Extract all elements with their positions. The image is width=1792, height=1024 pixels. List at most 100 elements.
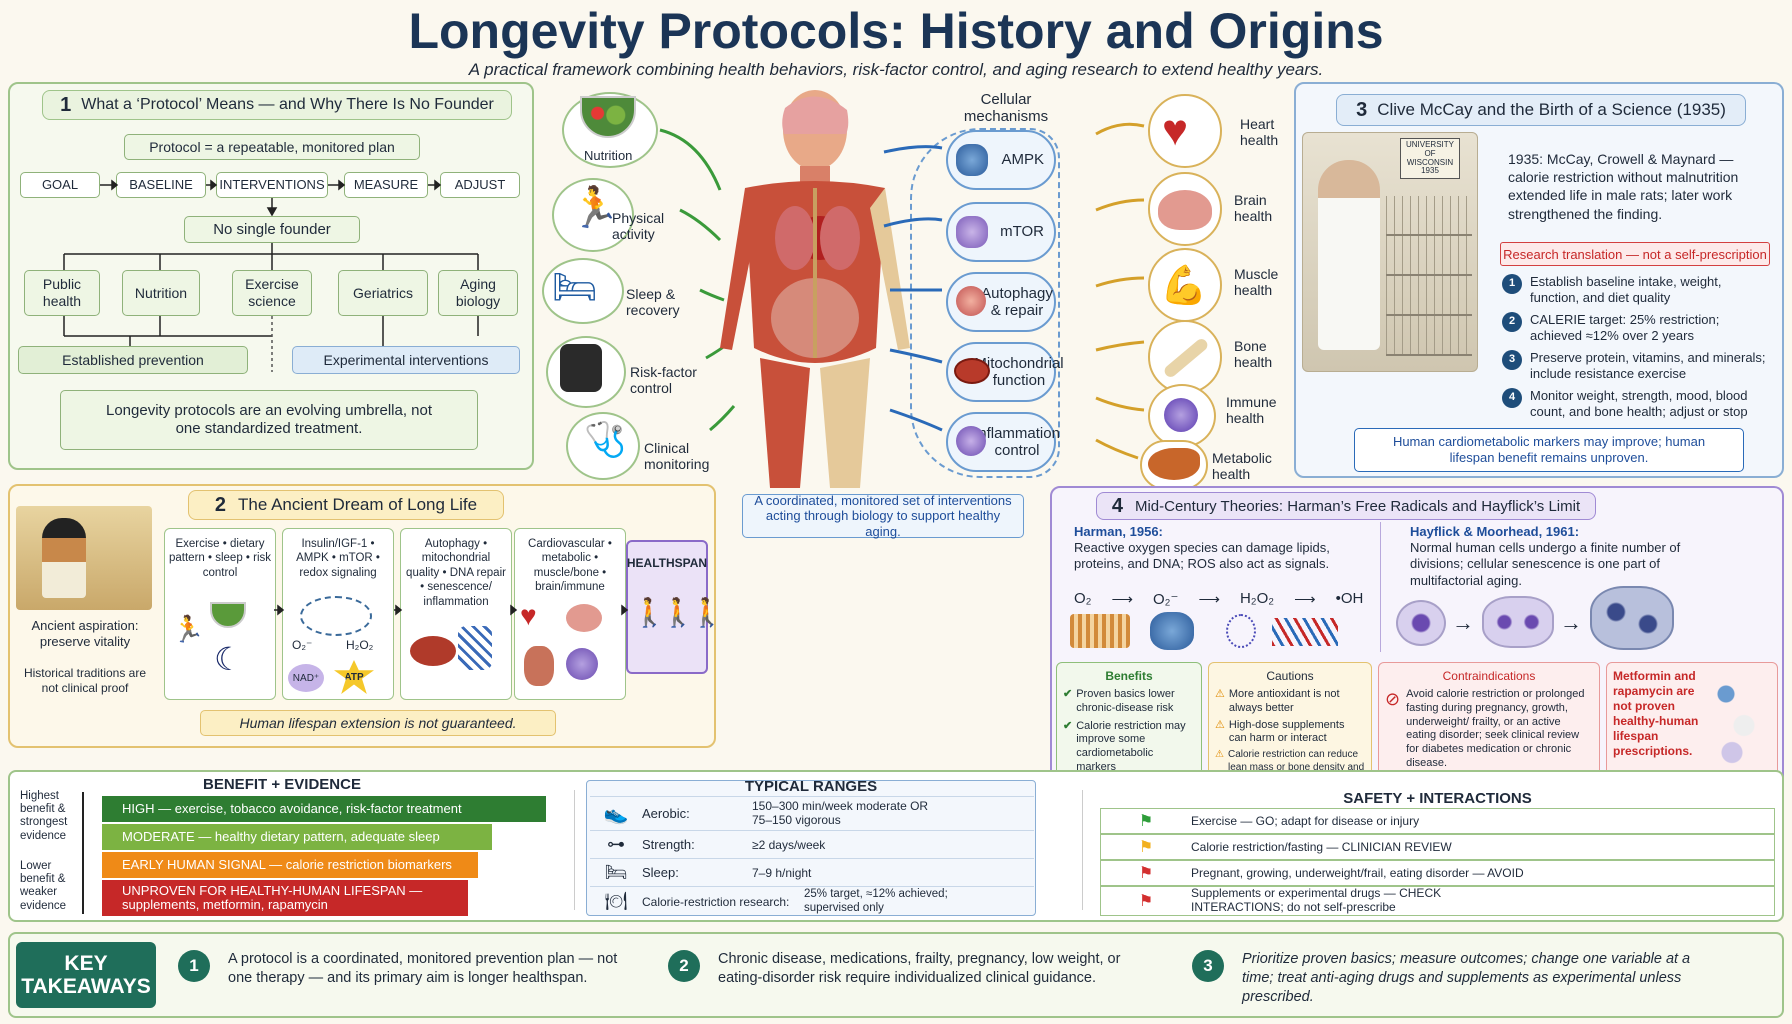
section-1-number: 1 xyxy=(60,93,72,116)
flow-signaling-text: Insulin/IGF-1 • AMPK • mTOR • redox sign… xyxy=(296,538,380,579)
human-anatomy-figure xyxy=(720,90,910,488)
warning-icon: ⚠ xyxy=(1215,688,1225,700)
prohibited-icon: ⊘ xyxy=(1385,689,1401,709)
heart-icon: ♥ xyxy=(1162,106,1189,155)
mechanism-mtor-label: mTOR xyxy=(1000,223,1044,241)
warning-icon: ⚠ xyxy=(1215,749,1224,760)
hayflick-text: Normal human cells undergo a finite numb… xyxy=(1410,540,1681,588)
protocol-definition: Protocol = a repeatable, monitored plan xyxy=(124,134,420,160)
takeaway-1: 1 A protocol is a coordinated, monitored… xyxy=(178,950,638,988)
section-4-number: 4 xyxy=(1111,494,1123,517)
range-strength: ⊶ Strength: ≥2 days/week xyxy=(590,830,1034,858)
ros-molecule-icon xyxy=(1226,614,1256,648)
rat-cages xyxy=(1386,196,1472,356)
step-baseline: BASELINE xyxy=(116,172,206,198)
section-3-header: 3 Clive McCay and the Birth of a Science… xyxy=(1336,94,1746,126)
harman-text: Reactive oxygen species can damage lipid… xyxy=(1074,540,1330,572)
sleep-circle xyxy=(542,258,624,324)
autophagy-icon xyxy=(956,286,986,316)
takeaway-1-text: A protocol is a coordinated, monitored p… xyxy=(228,951,618,986)
section-1-connectors xyxy=(63,179,479,372)
liver-icon xyxy=(1148,448,1200,480)
step-goal: GOAL xyxy=(20,172,100,198)
heart-flow-icon: ♥ xyxy=(520,600,537,631)
muscle-icon: 💪 xyxy=(1160,265,1208,307)
input-risk-factor: Risk-factor control xyxy=(630,364,697,397)
field-exercise-science: Exercise science xyxy=(232,270,312,316)
organ-brain: Brain health xyxy=(1234,192,1273,225)
takeaway-3-number: 3 xyxy=(1192,950,1224,982)
evidence-top-label: Highest benefit & strongest evidence xyxy=(20,790,68,842)
scientist-figure xyxy=(1318,160,1380,350)
healthspan-box xyxy=(626,540,708,674)
section-4-divider xyxy=(1380,522,1381,652)
ros-o2: O₂ xyxy=(1074,590,1092,607)
muscle-flow-icon xyxy=(524,646,554,686)
organ-bone: Bone health xyxy=(1234,338,1273,371)
university-sign: UNIVERSITY OF WISCONSIN 1935 xyxy=(1400,138,1460,180)
ranges-panel xyxy=(586,780,1036,916)
check-icon: ✔ xyxy=(1063,719,1073,732)
ros-superoxide: O₂⁻ xyxy=(1153,591,1179,608)
section-2-title: The Ancient Dream of Long Life xyxy=(238,495,478,514)
range-calorie: 🍽 Calorie-restriction research: 25% targ… xyxy=(590,886,1034,916)
dna-helix-icon xyxy=(1272,618,1338,646)
takeaway-1-number: 1 xyxy=(178,950,210,982)
nad-badge: NAD⁺ xyxy=(288,664,324,692)
flow-cell-repair: Autophagy • mitochondrial quality • DNA … xyxy=(400,528,512,700)
mccay-step-3-text: Preserve protein, vitamins, and minerals… xyxy=(1530,350,1766,382)
input-clinical-monitoring: Clinical monitoring xyxy=(644,440,710,473)
cell-3-icon xyxy=(1590,586,1674,650)
section-3-title: Clive McCay and the Birth of a Science (… xyxy=(1377,100,1726,119)
mechanism-mitochondrial-label: Mitochondrial function xyxy=(974,354,1064,389)
bottom-divider-1 xyxy=(574,790,575,910)
hayflick-title: Hayflick & Moorhead, 1961: xyxy=(1410,524,1580,539)
mechanisms-bracket xyxy=(910,128,1060,478)
safety-row-exercise: ⚑ Exercise — GO; adapt for disease or in… xyxy=(1100,808,1775,834)
section-4-header: 4 Mid-Century Theories: Harman’s Free Ra… xyxy=(1096,492,1596,520)
ros-chain: O₂ ⟶ O₂⁻ ⟶ H₂O₂ ⟶ •OH xyxy=(1074,590,1394,608)
cell-arrow-2: → xyxy=(1560,610,1582,635)
research-translation-warning: Research translation — not a self-prescr… xyxy=(1500,242,1770,266)
organ-muscle: Muscle health xyxy=(1234,266,1279,299)
range-strength-label: Strength: xyxy=(642,837,695,852)
established-prevention: Established prevention xyxy=(18,346,248,374)
green-flag-icon: ⚑ xyxy=(1138,813,1154,830)
contraindications-box: Contraindications ⊘Avoid calorie restric… xyxy=(1378,662,1600,782)
safety-row-supplements: ⚑ Supplements or experimental drugs — CH… xyxy=(1100,886,1775,916)
evidence-bar-early-text: EARLY HUMAN SIGNAL — calorie restriction… xyxy=(122,856,452,872)
benefit-1-text: Proven basics lower chronic-disease risk xyxy=(1076,688,1175,714)
immune-icon xyxy=(1164,398,1198,432)
section-4-title: Mid-Century Theories: Harman’s Free Radi… xyxy=(1134,497,1581,515)
protein-icon xyxy=(1150,612,1194,650)
muscle-circle xyxy=(1148,248,1222,322)
warning-icon: ⚠ xyxy=(1215,718,1225,731)
check-icon: ✔ xyxy=(1063,688,1073,700)
takeaway-2-number: 2 xyxy=(668,950,700,982)
flow-moon-icon: ☾ xyxy=(214,641,243,677)
mitochondria-flow-icon xyxy=(410,636,456,666)
mechanism-ampk-label: AMPK xyxy=(1001,151,1044,169)
shoe-icon: 👟 xyxy=(603,803,629,825)
ros-h2o2: H₂O₂ xyxy=(1239,590,1275,607)
benefit-2: ✔Calorie restriction may improve some ca… xyxy=(1063,720,1195,775)
bed-icon: 🛏 xyxy=(552,266,598,307)
harman-title: Harman, 1956: xyxy=(1074,524,1163,539)
cautions-title: Cautions xyxy=(1266,669,1314,683)
benefits-box: Benefits ✔Proven basics lower chronic-di… xyxy=(1056,662,1202,782)
takeaways-label: KEY TAKEAWAYS xyxy=(16,942,156,1008)
lipid-membrane-icon xyxy=(1070,614,1130,648)
range-calorie-label: Calorie-restriction research: xyxy=(642,894,790,909)
ancient-aspiration: Ancient aspiration: preserve vitality xyxy=(31,618,139,650)
egyptian-figure xyxy=(42,518,86,598)
walking-people-icon: 🚶🚶🚶 xyxy=(632,597,725,628)
plate-icon: 🍽 xyxy=(604,891,628,911)
organ-heart: Heart health xyxy=(1240,116,1279,149)
arrow-1: ⟶ xyxy=(1111,591,1134,608)
caution-2-text: High-dose supplements can harm or intera… xyxy=(1228,718,1345,745)
step-4-number: 4 xyxy=(1502,388,1522,408)
field-aging-biology: Aging biology xyxy=(438,270,518,316)
yellow-flag-icon: ⚑ xyxy=(1138,839,1154,856)
